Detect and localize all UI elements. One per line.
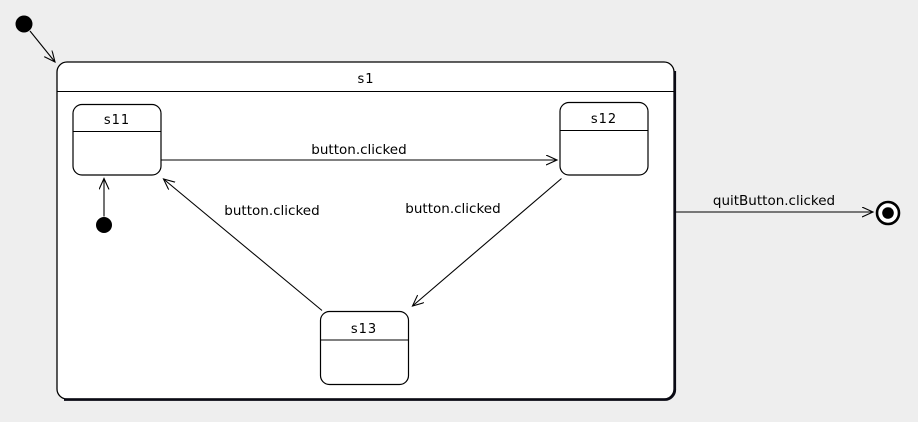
transition-s12-s13-line[interactable] [413, 178, 562, 307]
state-s13-body[interactable] [319, 310, 410, 386]
state-s12-title: s12 [591, 112, 617, 127]
initial-pseudostate-inner[interactable] [96, 217, 112, 233]
final-state[interactable] [875, 200, 901, 226]
transition-s1-to-final[interactable]: quitButton.clicked [676, 193, 873, 212]
state-s11-title: s11 [104, 113, 130, 128]
transition-s12-to-s13[interactable]: button.clicked [405, 178, 562, 307]
state-s1[interactable]: s1 [56, 61, 677, 401]
transition-initial-to-s1[interactable] [29, 30, 55, 62]
state-s13[interactable]: s13 [319, 310, 410, 386]
state-s12-body[interactable] [559, 101, 649, 176]
transition-s11-s12-label: button.clicked [311, 142, 406, 158]
state-s11-body[interactable] [72, 103, 162, 176]
state-s1-shadow-edge [64, 71, 677, 401]
state-s13-title: s13 [351, 322, 377, 337]
state-s12[interactable]: s12 [559, 101, 649, 176]
transition-s13-to-s11[interactable]: button.clicked [164, 179, 323, 311]
transition-s12-s13-label: button.clicked [405, 201, 500, 217]
transition-s13-s11-line[interactable] [164, 179, 323, 311]
state-s1-title: s1 [357, 72, 374, 87]
initial-pseudostate-outer[interactable] [15, 15, 33, 33]
transition-s13-s11-label: button.clicked [224, 203, 319, 219]
final-state-inner-dot [882, 207, 894, 219]
transition-s1-final-label: quitButton.clicked [713, 193, 835, 209]
transition-s11-to-s12[interactable]: button.clicked [161, 142, 558, 160]
state-s11[interactable]: s11 [72, 103, 162, 176]
